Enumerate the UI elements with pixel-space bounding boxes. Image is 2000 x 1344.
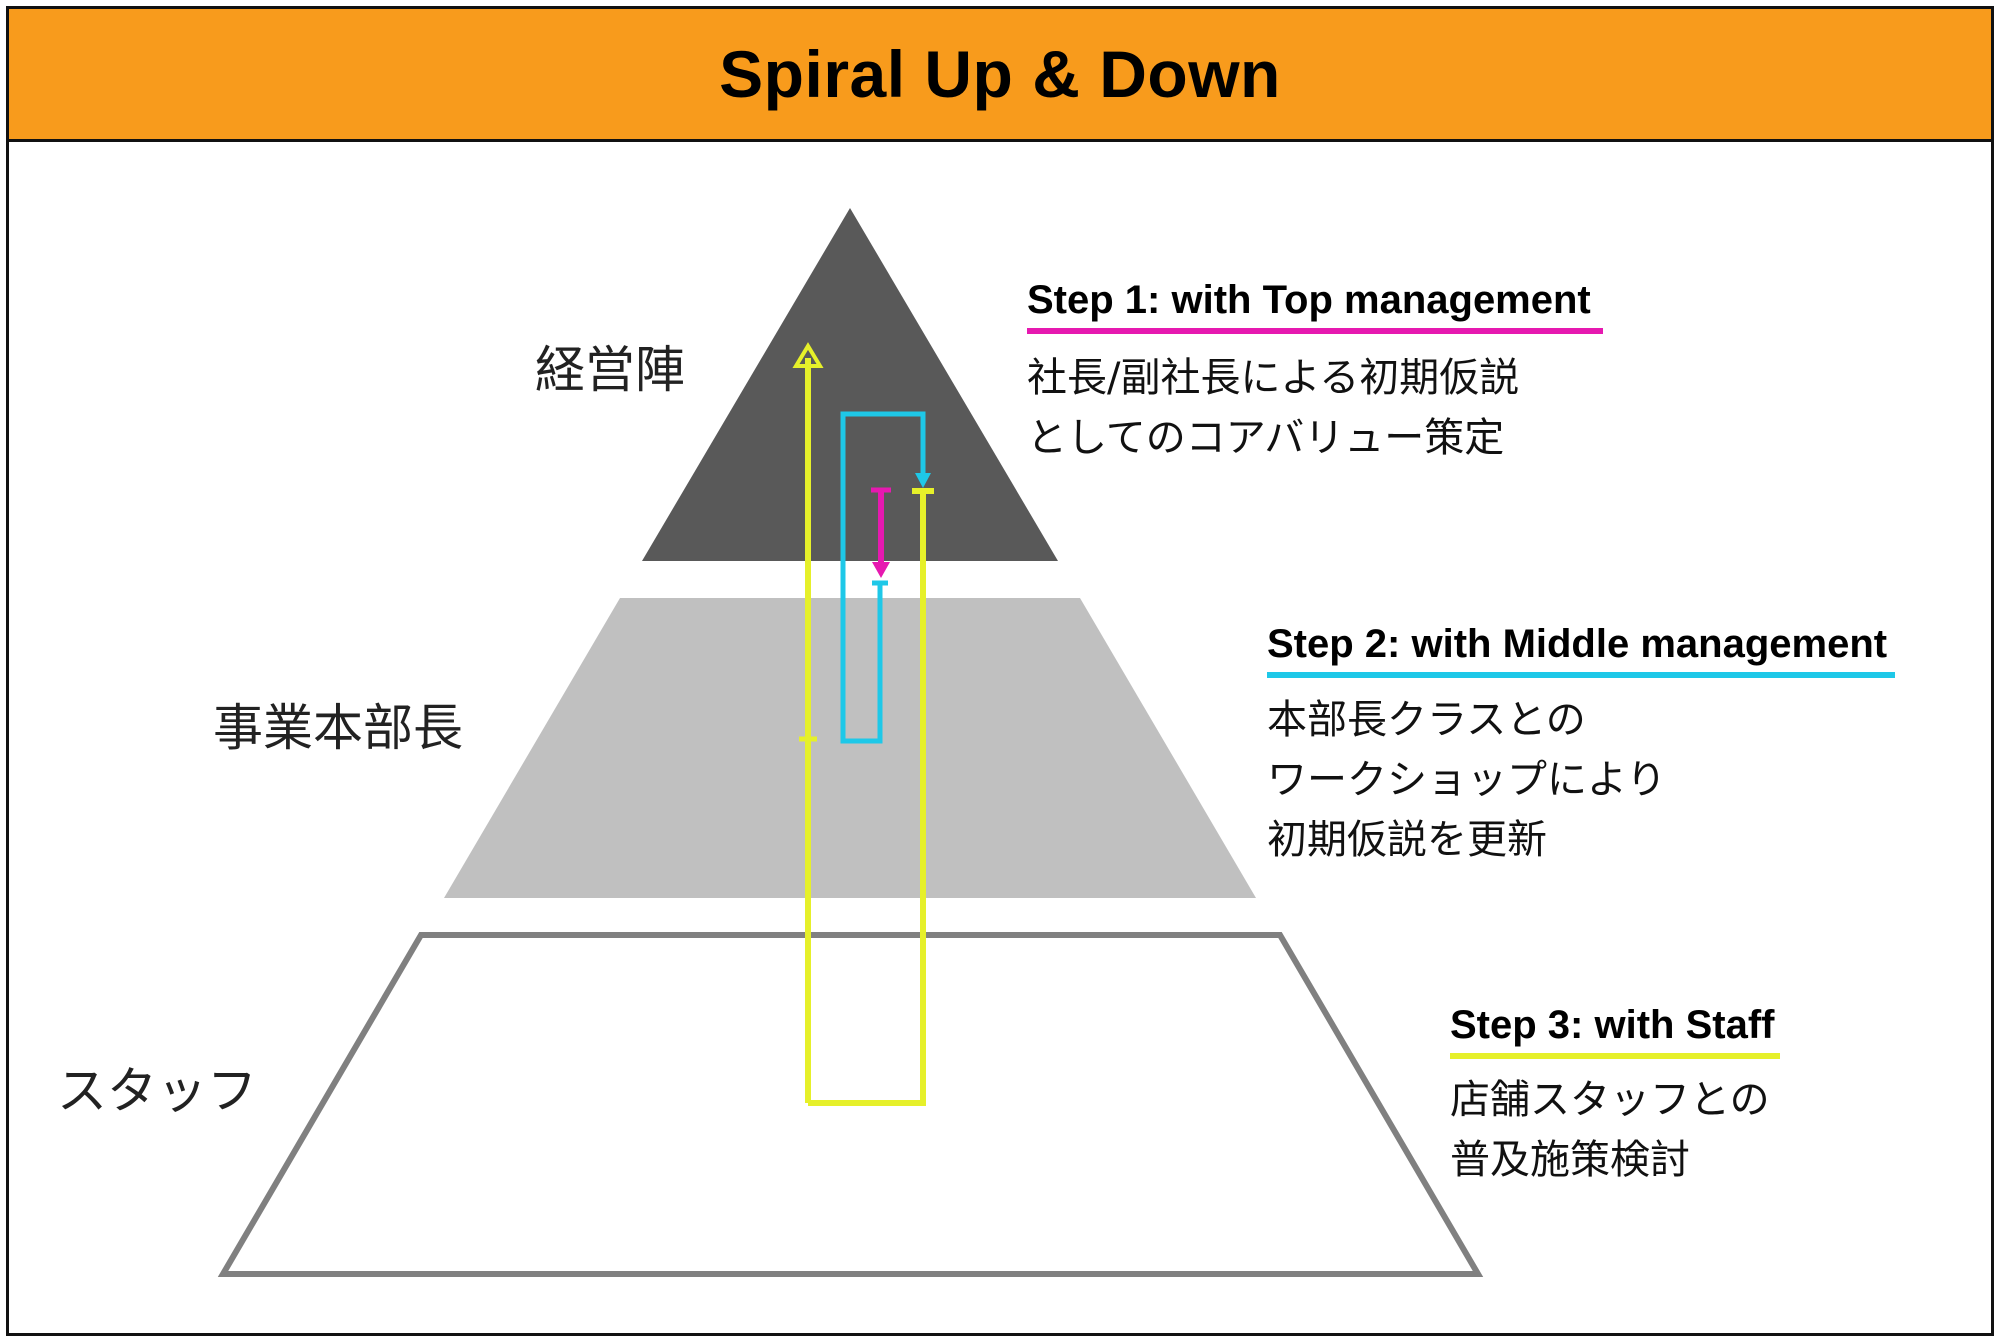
step2-line-3: 初期仮説を更新	[1267, 817, 1547, 863]
title-banner: Spiral Up & Down	[6, 6, 1994, 142]
step2-down-arrowhead	[915, 473, 931, 488]
step3-heading: Step 3: with Staff	[1450, 1003, 1781, 1059]
level-label-middle: 事業本部長	[213, 699, 463, 757]
step1-line-2: としてのコアバリュー策定	[1027, 415, 1505, 461]
diagram-title: Spiral Up & Down	[719, 37, 1281, 111]
step2-heading: Step 2: with Middle management	[1267, 622, 1896, 678]
step1-description: 社長/副社長による初期仮説 としてのコアバリュー策定	[1027, 348, 1519, 468]
step3-line-1: 店舗スタッフとの	[1450, 1077, 1770, 1123]
step2-description: 本部長クラスとの ワークショップにより 初期仮説を更新	[1267, 690, 1666, 870]
step3-line-2: 普及施策検討	[1450, 1137, 1690, 1183]
pyramid-middle-tier	[444, 598, 1256, 898]
step3-cycle-path	[792, 342, 934, 1106]
step3-up-arrowhead	[792, 342, 824, 368]
level-label-bottom: スタッフ	[57, 1062, 257, 1120]
step2-line-2: ワークショップにより	[1267, 757, 1667, 803]
step1-heading: Step 1: with Top management	[1027, 278, 1603, 334]
pyramid-bottom-tier	[217, 932, 1484, 1277]
level-label-top: 経営陣	[535, 341, 685, 399]
step2-line-1: 本部長クラスとの	[1267, 697, 1586, 743]
pyramid-top-tier	[642, 208, 1058, 561]
step1-cycle-path	[871, 487, 891, 578]
step2-cycle-path	[840, 411, 931, 744]
step1-line-1: 社長/副社長による初期仮説	[1027, 355, 1520, 401]
step3-description: 店舗スタッフとの 普及施策検討	[1450, 1070, 1770, 1190]
step1-down-arrowhead	[872, 562, 890, 578]
